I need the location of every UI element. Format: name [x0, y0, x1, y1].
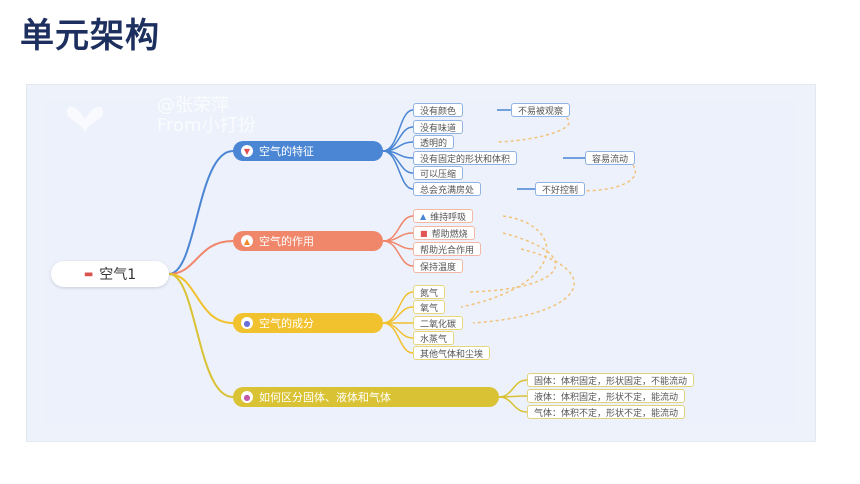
leaf-item[interactable]: 总会充满房处: [413, 182, 482, 196]
watermark-logo-icon: [66, 106, 104, 133]
leaf-note[interactable]: 不易被观察: [511, 103, 571, 117]
leaf-label: 没有固定的形状和体积: [420, 154, 511, 165]
leaf-item[interactable]: 帮助光合作用: [413, 242, 482, 256]
leaf-item[interactable]: 氧气: [413, 300, 446, 314]
leaf-item[interactable]: 水蒸气: [413, 331, 455, 345]
mindmap-root[interactable]: ▬ 空气1: [51, 261, 169, 287]
connectors-branch2-leaves: [382, 215, 414, 267]
flag-icon: ■: [420, 228, 428, 238]
watermark-source: From小打扮: [157, 115, 256, 136]
branch-label: 空气的成分: [259, 317, 314, 330]
leaf-note[interactable]: 不好控制: [535, 182, 586, 196]
root-marker-icon: ▬: [83, 268, 94, 280]
leaf-label: 固体：体积固定，形状固定，不能流动: [534, 376, 688, 387]
page-title: 单元架构: [20, 16, 160, 56]
leaf-label: 液体：体积固定，形状不定，能流动: [534, 392, 679, 403]
leaf-item[interactable]: 其他气体和尘埃: [413, 346, 491, 360]
leaf-label: 没有颜色: [420, 106, 457, 117]
connector-root-branch1: [168, 150, 234, 275]
branch-label: 空气的特征: [259, 145, 314, 158]
leaf-item[interactable]: 氮气: [413, 285, 446, 299]
leaf-note-label: 不好控制: [542, 185, 579, 196]
watermark-author: @张荣萍: [157, 95, 229, 116]
leaf-item[interactable]: 没有颜色: [413, 103, 464, 117]
leaf-label: 维持呼吸: [430, 212, 467, 223]
triangle-icon: ▲: [420, 211, 427, 221]
connector-root-branch4: [168, 273, 234, 398]
leaf-label: 氧气: [420, 303, 439, 314]
branch-states-of-matter[interactable]: ● 如何区分固体、液体和气体: [233, 387, 499, 407]
leaf-item[interactable]: 没有固定的形状和体积: [413, 151, 518, 165]
connector-root-branch3: [168, 273, 234, 324]
leaf-item[interactable]: ▲维持呼吸: [413, 209, 474, 223]
branch-badge-icon: ●: [241, 317, 253, 329]
mindmap-panel: @张荣萍 From小打扮: [26, 84, 816, 442]
leaf-label: 二氧化碳: [420, 319, 457, 330]
leaf-label: 透明的: [420, 138, 448, 149]
branch-air-uses[interactable]: ▲ 空气的作用: [233, 231, 383, 251]
branch-label: 如何区分固体、液体和气体: [259, 391, 391, 404]
leaf-note-label: 容易流动: [592, 154, 629, 165]
leaf-item[interactable]: 保持温度: [413, 259, 464, 273]
leaf-item[interactable]: 液体：体积固定，形状不定，能流动: [527, 389, 686, 403]
leaf-label: 帮助燃烧: [431, 229, 468, 240]
connectors-branch3-leaves: [382, 291, 414, 354]
leaf-label: 其他气体和尘埃: [420, 349, 484, 360]
branch-badge-icon: ▲: [241, 235, 253, 247]
leaf-label: 没有味道: [420, 123, 457, 134]
mindmap-connectors: [168, 109, 637, 413]
leaf-note[interactable]: 容易流动: [585, 151, 636, 165]
leaf-label: 水蒸气: [420, 334, 448, 345]
branch-air-composition[interactable]: ● 空气的成分: [233, 313, 383, 333]
leaf-item[interactable]: 气体：体积不定，形状不定，能流动: [527, 405, 686, 419]
root-label: 空气1: [99, 267, 137, 283]
leaf-label: 气体：体积不定，形状不定，能流动: [534, 408, 679, 419]
branch-badge-icon: ▼: [241, 145, 253, 157]
leaf-note-label: 不易被观察: [518, 106, 564, 117]
connectors-branch4-leaves: [498, 379, 528, 413]
leaf-item[interactable]: ■帮助燃烧: [413, 226, 475, 240]
connector-root-branch2: [168, 240, 234, 275]
relation-dashed-lines: [460, 114, 637, 324]
leaf-label: 总会充满房处: [420, 185, 475, 196]
leaf-item[interactable]: 透明的: [413, 135, 455, 149]
branch-badge-icon: ●: [241, 391, 253, 403]
leaf-label: 可以压缩: [420, 169, 457, 180]
connectors-branch1-leaves: [382, 109, 585, 190]
leaf-item[interactable]: 二氧化碳: [413, 316, 464, 330]
leaf-item[interactable]: 可以压缩: [413, 166, 464, 180]
leaf-label: 氮气: [420, 288, 439, 299]
leaf-label: 保持温度: [420, 262, 457, 273]
leaf-item[interactable]: 固体：体积固定，形状固定，不能流动: [527, 373, 695, 387]
branch-label: 空气的作用: [259, 235, 314, 248]
leaf-item[interactable]: 没有味道: [413, 120, 464, 134]
branch-air-features[interactable]: ▼ 空气的特征: [233, 141, 383, 161]
leaf-label: 帮助光合作用: [420, 245, 475, 256]
